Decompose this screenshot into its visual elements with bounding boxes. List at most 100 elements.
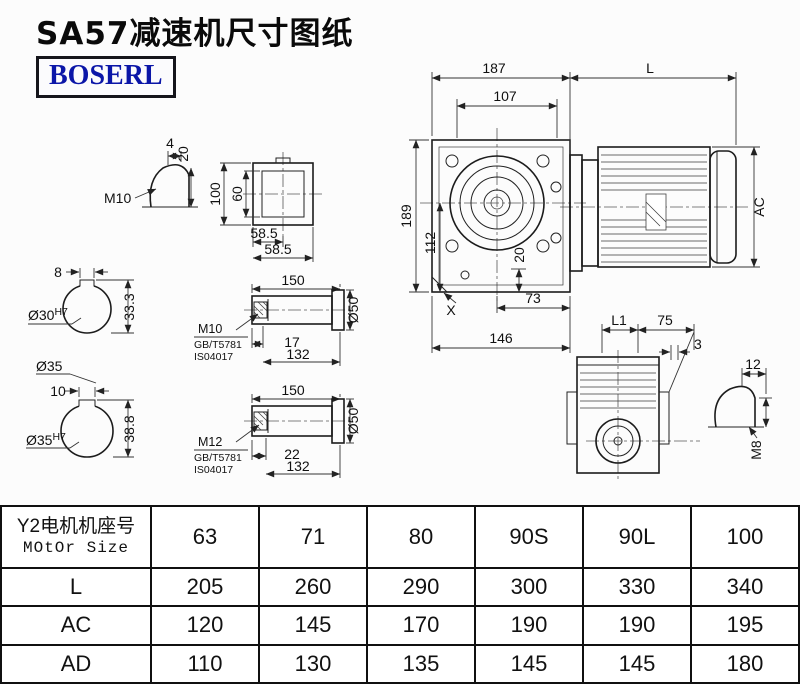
technical-drawing: 187 L 107 189 112 20 AC 73 146 X xyxy=(26,60,772,482)
dim-33-3-label: 33.3 xyxy=(121,293,137,320)
bore-35-diameter-label: Ø35H7 xyxy=(26,431,66,448)
dim-38-8-label: 38.8 xyxy=(121,415,137,442)
adapter-flange xyxy=(569,154,583,272)
table-row-motor-size: Y2电机机座号 MOtOr Size 63 71 80 90S 90L 100 xyxy=(0,505,800,569)
shaft-hub xyxy=(331,398,345,444)
dia-50-label: Ø50 xyxy=(345,408,361,435)
bore-circle xyxy=(483,189,511,217)
motor-size-value: 80 xyxy=(366,505,476,569)
view-X-label: X xyxy=(446,302,456,318)
keyway-slot xyxy=(79,279,95,287)
bore-circle xyxy=(60,404,114,458)
shaft-end-view-m8: 12 M8 xyxy=(708,356,772,460)
bore-section-30: 8 Ø30H7 33.3 xyxy=(28,264,137,334)
shaft-hub xyxy=(331,289,345,331)
dim-150-label: 150 xyxy=(281,382,305,398)
bolt-hole xyxy=(536,154,550,168)
flange-top-view: 100 60 58.5 58.5 xyxy=(207,152,323,262)
motor-size-value: 90L xyxy=(582,505,692,569)
dim-L1-label: L1 xyxy=(611,312,627,328)
dim-value: 120 xyxy=(150,605,260,646)
dim-189-label: 189 xyxy=(398,204,414,228)
dim-value: 205 xyxy=(150,566,260,608)
table-row-AC: AC 120 145 170 190 190 195 xyxy=(0,605,800,646)
motor-size-value: 100 xyxy=(690,505,800,569)
shaft-end-profile xyxy=(714,385,756,428)
output-shaft-upper: 150 M10 GB/T5781 IS04017 17 132 Ø50 xyxy=(194,272,361,366)
dim-value: 340 xyxy=(690,566,800,608)
housing-inner-contour xyxy=(438,146,564,286)
flange-tab xyxy=(275,157,291,164)
output-hub-circle xyxy=(602,425,634,457)
standard-label: GB/T5781 xyxy=(194,452,242,464)
output-hub-circle xyxy=(595,418,641,464)
motor-size-value: 71 xyxy=(258,505,368,569)
motor-size-value: 90S xyxy=(474,505,584,569)
dim-value: 170 xyxy=(366,605,476,646)
dim-58-5a-label: 58.5 xyxy=(250,225,277,241)
flange-inner xyxy=(261,170,305,218)
dim-value: 145 xyxy=(474,643,584,684)
dim-20-label: 20 xyxy=(511,247,527,263)
dim-187-label: 187 xyxy=(482,60,506,76)
dim-value: 145 xyxy=(582,643,692,684)
flange-bolt xyxy=(550,181,562,193)
dim-150-label: 150 xyxy=(281,272,305,288)
dim-value: 195 xyxy=(690,605,800,646)
bore-circle xyxy=(459,165,535,241)
bore-section-35: 10 Ø35H7 38.8 xyxy=(26,383,137,458)
retaining-bolt xyxy=(253,301,268,319)
flange-bolt xyxy=(550,232,562,244)
dim-value: 300 xyxy=(474,566,584,608)
brand-logo: BOSERL xyxy=(36,56,176,98)
dim-value: 145 xyxy=(258,605,368,646)
dia-50-label: Ø50 xyxy=(345,297,361,324)
output-bore-circle xyxy=(449,155,545,251)
dim-value: 130 xyxy=(258,643,368,684)
dim-22-label: 22 xyxy=(284,446,300,462)
thread-M12-label: M12 xyxy=(198,435,222,449)
bore-circle xyxy=(490,196,504,210)
dim-146-label: 146 xyxy=(489,330,513,346)
drain-plug xyxy=(460,270,470,280)
bore-circle xyxy=(62,284,112,334)
page-title: SA57减速机尺寸图纸 xyxy=(36,16,354,52)
motor-size-header-cell: Y2电机机座号 MOtOr Size xyxy=(0,505,152,569)
dim-value: 180 xyxy=(690,643,800,684)
dim-value: 260 xyxy=(258,566,368,608)
dim-75-label: 75 xyxy=(657,312,673,328)
dim-value: 330 xyxy=(582,566,692,608)
main-assembly-view: 187 L 107 189 112 20 AC 73 146 X xyxy=(398,60,767,353)
dim-112-label: 112 xyxy=(422,232,438,255)
nameplate-hatch xyxy=(645,211,661,227)
row-label-AC: AC xyxy=(0,605,152,646)
dim-107-label: 107 xyxy=(493,88,517,104)
dim-value: 290 xyxy=(366,566,476,608)
side-tab xyxy=(658,391,670,445)
nameplate-hatch xyxy=(645,201,667,223)
dim-L-label: L xyxy=(646,60,654,76)
motor-fan-cover xyxy=(709,150,737,264)
chamfer xyxy=(431,276,448,293)
dim-AC-label: AC xyxy=(751,197,767,216)
shaft-end-view-m10: M10 4 20 xyxy=(104,135,198,208)
dim-58-5b-label: 58.5 xyxy=(264,241,291,257)
iso-label: IS04017 xyxy=(194,351,233,363)
gearbox-housing xyxy=(431,139,571,293)
dim-17-label: 17 xyxy=(284,334,300,350)
dim-value: 110 xyxy=(150,643,260,684)
dim-132-label: 132 xyxy=(286,346,310,362)
row-label-L: L xyxy=(0,566,152,608)
table-row-AD: AD 110 130 135 145 145 180 xyxy=(0,643,800,684)
thread-M8-label: M8 xyxy=(748,440,764,460)
dim-8-label: 8 xyxy=(54,264,62,280)
motor-size-header-en: MOtOr Size xyxy=(22,539,129,558)
dim-10-label: 10 xyxy=(50,383,66,399)
dim-60-label: 60 xyxy=(229,186,245,202)
dimension-table: Y2电机机座号 MOtOr Size 63 71 80 90S 90L 100 … xyxy=(0,505,800,684)
dia-35-label: Ø35 xyxy=(36,358,63,374)
bolt-hole xyxy=(445,239,459,253)
keyway-slot xyxy=(78,399,96,407)
row-label-AD: AD xyxy=(0,643,152,684)
dim-3-label: 3 xyxy=(694,336,702,352)
